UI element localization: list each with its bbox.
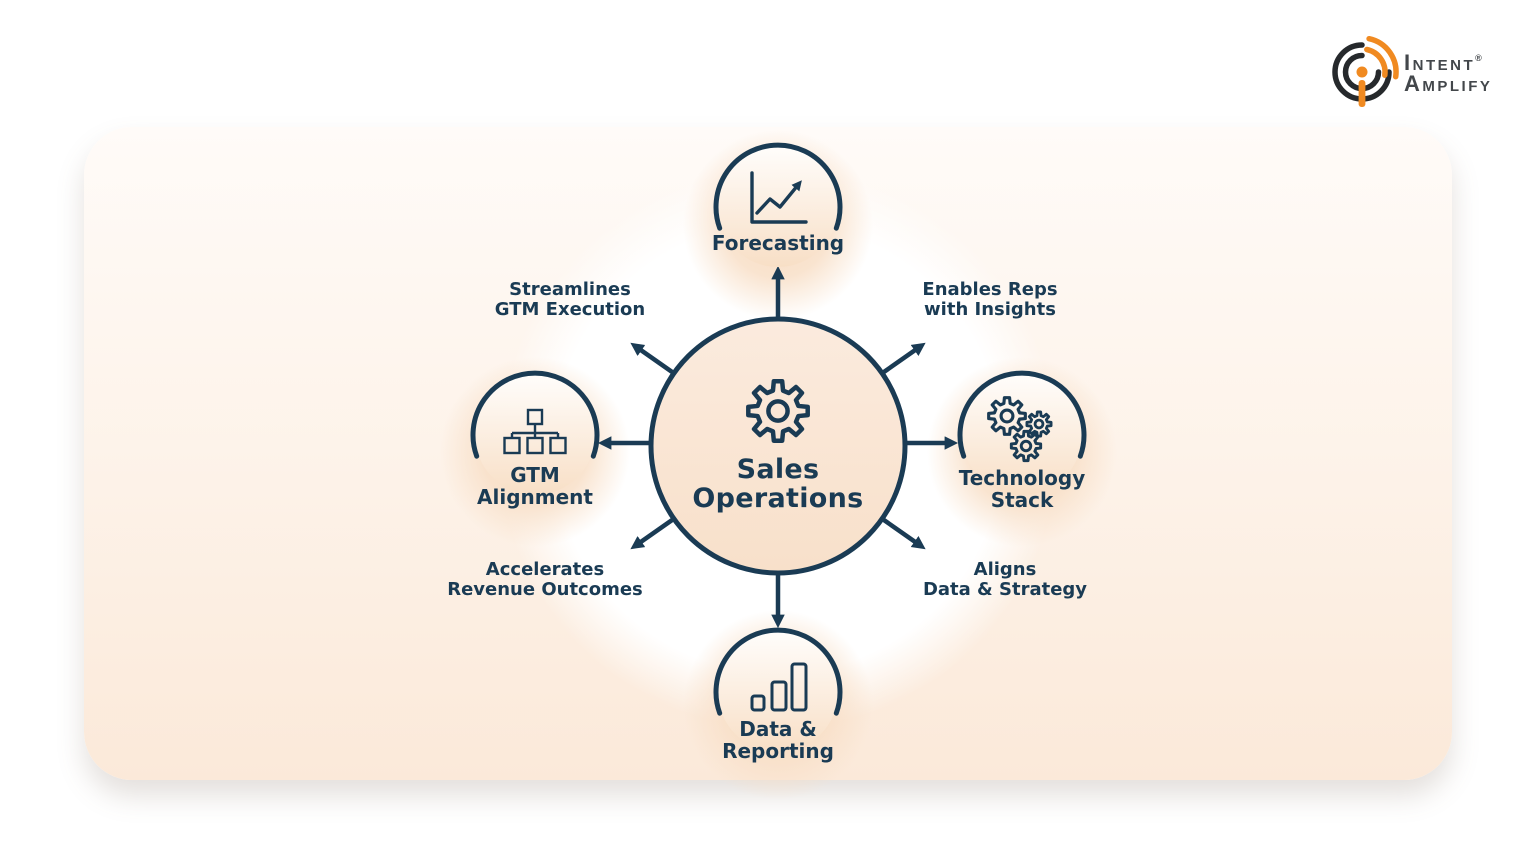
node-label-data-reporting: Data & Reporting	[668, 718, 888, 762]
node-label-gtm-alignment: GTM Alignment	[425, 464, 645, 508]
brand-wordmark: Intent® Amplify	[1404, 48, 1493, 96]
node-label-technology-stack: Technology Stack	[912, 467, 1132, 511]
spoke-arrows	[597, 265, 959, 629]
benefit-accelerates-revenue-outcomes: Accelerates Revenue Outcomes	[405, 560, 685, 599]
benefit-line: Enables Reps	[922, 279, 1058, 300]
registered-trademark: ®	[1475, 53, 1482, 63]
benefit-line: with Insights	[924, 298, 1056, 320]
line-chart-icon	[750, 171, 808, 224]
benefit-line: Streamlines	[509, 279, 631, 300]
org-chart-icon	[503, 408, 567, 455]
node-technology-stack	[957, 370, 1087, 495]
benefit-line: Data & Strategy	[922, 578, 1088, 600]
node-label-line: Data &	[739, 717, 817, 741]
node-label-line: GTM	[510, 463, 560, 487]
arrow-up-right	[880, 342, 926, 375]
center-title-line2: Operations	[692, 483, 864, 514]
center-title-line1: Sales	[736, 454, 820, 485]
arrow-down-left	[630, 517, 676, 550]
arrow-down-right	[880, 517, 926, 550]
benefit-enables-reps-with-insights: Enables Reps with Insights	[850, 280, 1130, 319]
bar-chart-icon	[750, 662, 808, 712]
node-label-line: Reporting	[722, 739, 834, 763]
node-gtm-alignment	[470, 370, 600, 495]
brand-name-line2: Amplify	[1404, 71, 1493, 96]
node-label-line: Technology	[958, 466, 1086, 490]
benefit-line: Aligns	[973, 559, 1037, 580]
benefit-line: GTM Execution	[494, 298, 646, 320]
center-hub-circle	[648, 316, 908, 576]
benefit-line: Revenue Outcomes	[447, 578, 643, 600]
intent-amplify-logo-icon	[1332, 35, 1399, 107]
benefit-streamlines-gtm-execution: Streamlines GTM Execution	[430, 280, 710, 319]
node-data-reporting	[713, 627, 843, 752]
node-label-line: Stack	[990, 488, 1054, 512]
arrow-up-left	[630, 342, 676, 375]
benefit-line: Accelerates	[485, 559, 605, 580]
node-label-line: Forecasting	[711, 231, 845, 255]
benefit-aligns-data-strategy: Aligns Data & Strategy	[865, 560, 1145, 599]
node-label-forecasting: Forecasting	[658, 232, 898, 254]
center-hub-title: Sales Operations	[638, 455, 918, 513]
node-label-line: Alignment	[477, 485, 593, 509]
brand-name-line1: Intent®	[1404, 50, 1482, 75]
node-forecasting	[713, 142, 843, 267]
